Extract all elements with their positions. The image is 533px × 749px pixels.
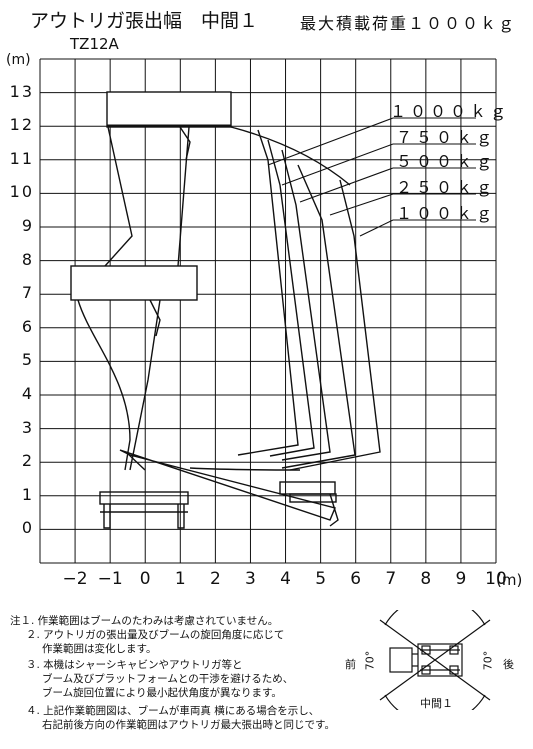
label-leader-lines <box>267 117 476 237</box>
y-axis-unit: (m) <box>6 52 31 68</box>
load-label-500kg: ５００ｋｇ <box>396 152 497 171</box>
x-axis-unit: (m) <box>496 571 523 589</box>
y-tick-label: 1 <box>21 484 34 504</box>
note-2b: 作業範囲は変化します。 <box>42 643 157 655</box>
note-3a: ３. 本機はシャーシキャビンやアウトリガ等と <box>26 659 243 671</box>
x-tick-label: 2 <box>209 569 221 589</box>
x-tick-label: 3 <box>245 569 256 589</box>
load-label-250kg: ２５０ｋｇ <box>396 178 497 197</box>
x-tick-label: 7 <box>385 569 397 589</box>
y-tick-label: 7 <box>21 283 34 303</box>
y-tick-label: 9 <box>21 216 34 235</box>
y-tick-label: 2 <box>21 451 34 471</box>
rotation-diagram <box>379 610 491 710</box>
curve-outer-dome <box>230 126 351 186</box>
x-tick-label: −2 <box>62 569 88 589</box>
x-tick-label: 0 <box>139 569 151 589</box>
y-tick-label: 13 <box>9 81 34 101</box>
back-angle-label: 70° <box>481 650 495 671</box>
x-tick-label: 1 <box>174 569 186 589</box>
page-title: アウトリガ張出幅 中間１ <box>30 10 259 32</box>
load-label-750kg: ７５０ｋｇ <box>396 128 497 147</box>
y-tick-label: 8 <box>21 249 34 269</box>
y-tick-label: 0 <box>21 518 34 538</box>
x-tick-label: 9 <box>455 569 467 589</box>
curve-1000kg <box>237 129 299 456</box>
note-1: 注１. 作業範囲はブームのたわみは考慮されていません。 <box>10 615 279 627</box>
rotation-diagram-caption: 中間１ <box>420 697 453 710</box>
note-3c: ブーム旋回位置により最小起伏角度が異なります。 <box>42 687 282 699</box>
note-4b: 右記前後方向の作業範囲はアウトリガ最大張出時と同じです。 <box>42 719 335 731</box>
grid <box>39 58 497 564</box>
note-4a: ４. 上記作業範囲図は、ブームが車両真 横にある場合を示し、 <box>26 705 320 717</box>
back-label: 後 <box>503 658 514 671</box>
curve-250kg <box>281 164 356 469</box>
load-label-100kg: １００ｋｇ <box>396 204 497 223</box>
work-range-diagram <box>39 58 497 564</box>
x-tick-label: 5 <box>315 569 327 589</box>
y-tick-label: 4 <box>21 384 34 403</box>
y-tick-label: 5 <box>21 350 34 370</box>
y-tick-label: 6 <box>21 316 34 336</box>
x-tick-label: 4 <box>280 569 291 589</box>
x-tick-label: 6 <box>350 569 362 589</box>
x-tick-label: 8 <box>420 569 432 589</box>
front-angle-label: 70° <box>363 650 377 671</box>
front-label: 前 <box>345 658 356 671</box>
note-2a: ２. アウトリガの張出量及びブームの旋回角度に応じて <box>26 629 285 641</box>
vehicle-outline <box>70 91 339 529</box>
y-tick-label: 11 <box>9 148 34 168</box>
load-curves <box>189 126 381 471</box>
load-label-1000kg: １０００ｋｇ <box>390 102 511 121</box>
note-3b: ブーム及びプラットフォームとの干渉を避けるため、 <box>42 673 294 685</box>
y-tick-label: 12 <box>9 115 34 135</box>
x-tick-label: 10 <box>485 569 507 589</box>
curve-100kg <box>289 179 381 471</box>
y-tick-label: 3 <box>21 417 34 437</box>
max-load-label: 最大積載荷重１０００ｋｇ <box>300 14 517 33</box>
x-tick-label: −1 <box>97 569 123 589</box>
curve-500kg <box>281 149 331 461</box>
y-tick-label: 10 <box>9 182 34 202</box>
model-label: TZ12A <box>70 35 119 53</box>
